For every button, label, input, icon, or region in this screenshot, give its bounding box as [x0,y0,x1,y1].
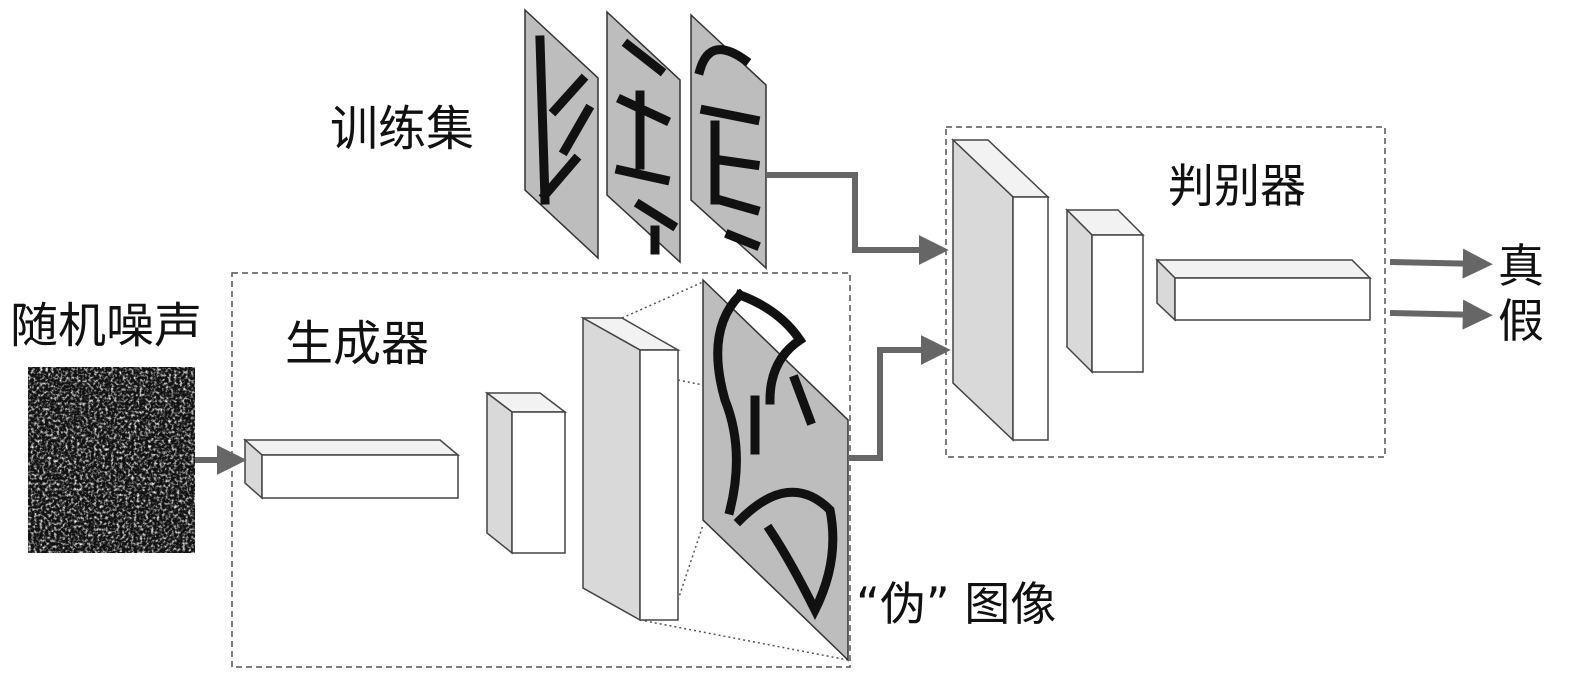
projection-line-top [621,281,704,319]
training-image-2 [606,10,681,264]
discriminator-layer-1 [951,138,1050,442]
generator-region [231,272,851,668]
discriminator-layer-3 [1155,258,1372,322]
fake-image [702,278,849,662]
training-image-1 [524,8,599,260]
real-output-arrow [1389,248,1493,279]
generator-layer-1 [243,438,461,500]
discriminator-label: 判别器 [1168,159,1306,213]
discriminator-layer-2 [1065,208,1145,374]
projection-line-bottom [639,619,849,661]
generator-layer-2 [484,391,568,555]
training-to-discriminator-arrow [766,172,949,265]
fake-output-arrow [1389,299,1493,330]
fake-image-label: “伪” 图像 [856,577,1056,631]
fake-to-discriminator-arrow [848,335,951,461]
discriminator-region [945,126,1386,458]
real-output-label: 真 [1498,239,1544,293]
random-noise-label: 随机噪声 [10,298,202,354]
training-set-label: 训练集 [330,101,474,157]
fake-output-label: 假 [1498,294,1544,348]
generator-layer-3 [580,316,681,622]
projection-line-mid2 [677,524,704,601]
random-noise-image [28,367,195,553]
projection-line-mid [677,379,704,386]
generator-label: 生成器 [285,316,429,372]
training-image-3 [690,13,767,270]
